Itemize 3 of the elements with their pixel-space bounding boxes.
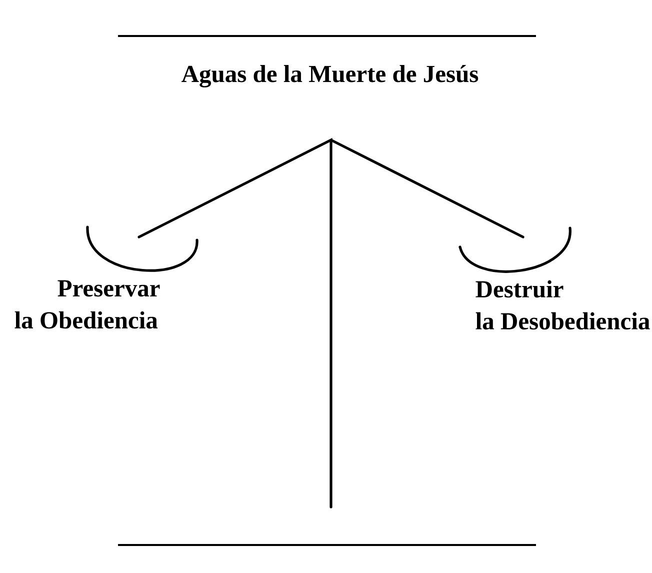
title: Aguas de la Muerte de Jesús xyxy=(182,64,478,88)
label-text: Preservar la Obediencia xyxy=(14,280,160,329)
label-text: Destruir la Desobediencia xyxy=(476,280,650,330)
